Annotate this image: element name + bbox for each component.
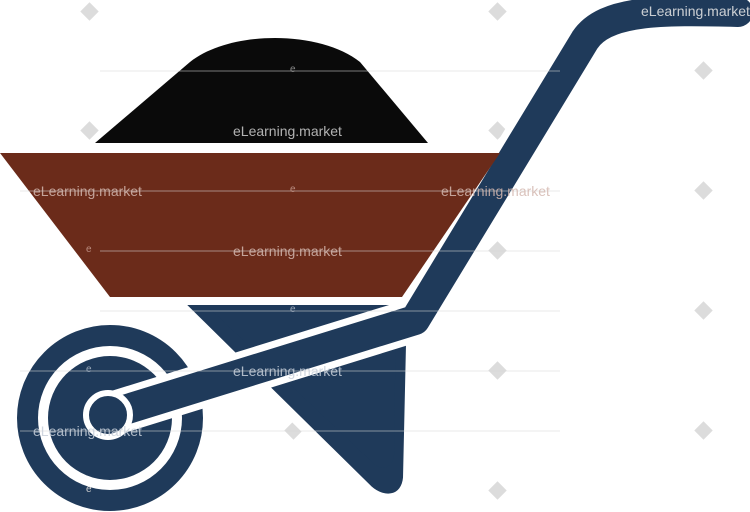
axle-ring xyxy=(83,390,133,440)
handle xyxy=(93,0,750,430)
watermark-lines xyxy=(20,70,560,432)
load-pile xyxy=(95,38,428,143)
watermark-mark: e xyxy=(290,64,296,75)
watermark-mark: e xyxy=(86,484,92,495)
tray xyxy=(0,153,500,297)
watermark-mark: e xyxy=(86,244,92,255)
watermark-mark: e xyxy=(290,184,296,195)
watermark-mark: e xyxy=(290,304,296,315)
watermark-mark: e xyxy=(86,364,92,375)
